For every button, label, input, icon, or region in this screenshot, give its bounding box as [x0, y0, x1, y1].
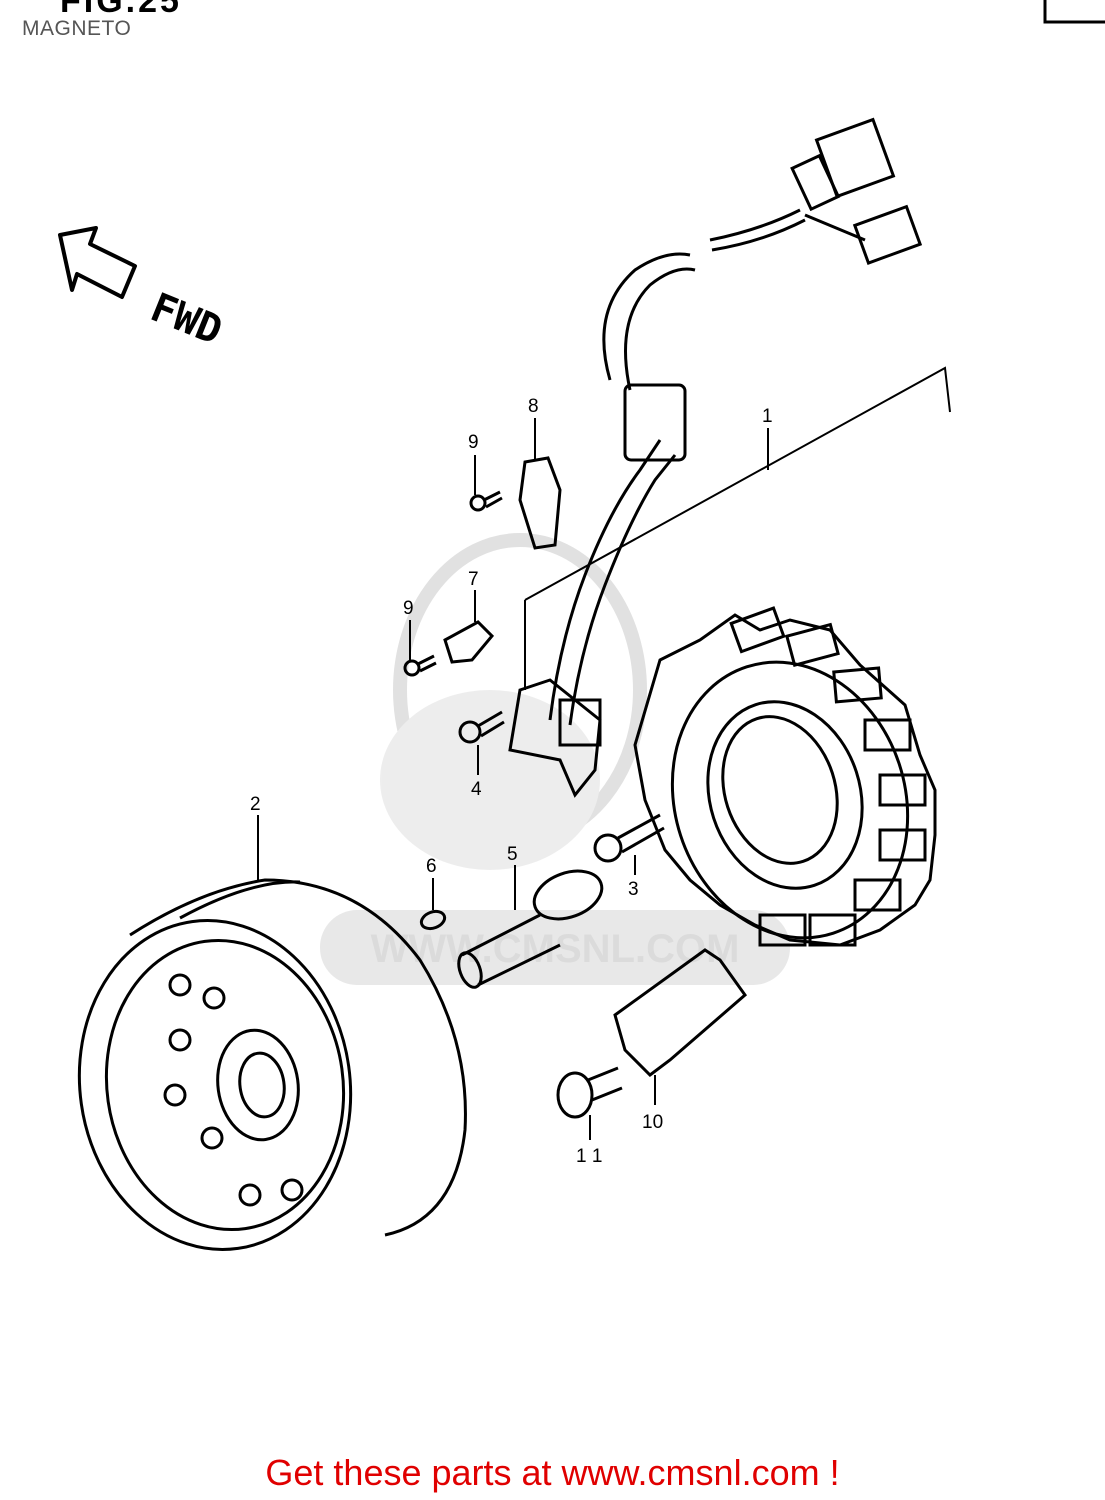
- callout-10: 10: [642, 1112, 663, 1133]
- part-8-plate: [520, 458, 560, 548]
- fwd-label: FWD: [144, 285, 228, 355]
- stator-assembly: [635, 608, 943, 969]
- part-11-bolt: [558, 1068, 622, 1117]
- part-10-cover: [615, 950, 745, 1075]
- fwd-arrow-icon: FWD: [60, 228, 228, 354]
- callout-4: 4: [471, 779, 482, 800]
- part-4-screw: [460, 712, 504, 742]
- leader-lines: [258, 368, 950, 1140]
- callout-6: 6: [426, 856, 437, 877]
- callout-11: 1 1: [576, 1146, 602, 1167]
- callout-9-top: 9: [468, 432, 479, 453]
- wire-harness: [550, 120, 920, 725]
- callout-5: 5: [507, 844, 518, 865]
- part-5-bolt: [454, 862, 608, 990]
- callout-2: 2: [250, 794, 261, 815]
- figure-title: FIG.25: [60, 0, 182, 20]
- part-9-screw-lower: [405, 656, 436, 675]
- flywheel-rotor: [58, 880, 465, 1267]
- part-7-clamp: [445, 622, 492, 662]
- footer-promo-link[interactable]: Get these parts at www.cmsnl.com !: [265, 1452, 840, 1493]
- page-subtitle: MAGNETO: [22, 17, 132, 40]
- callout-3: 3: [628, 879, 639, 900]
- corner-box: [1045, 0, 1105, 22]
- part-3-screw: [595, 815, 664, 861]
- part-6-key: [419, 908, 447, 931]
- callout-7: 7: [468, 569, 479, 590]
- callout-9-lower: 9: [403, 598, 414, 619]
- callout-8: 8: [528, 396, 539, 417]
- part-9-screw-top: [471, 492, 502, 510]
- pickup-coil: [510, 680, 600, 795]
- callout-1: 1: [762, 406, 773, 427]
